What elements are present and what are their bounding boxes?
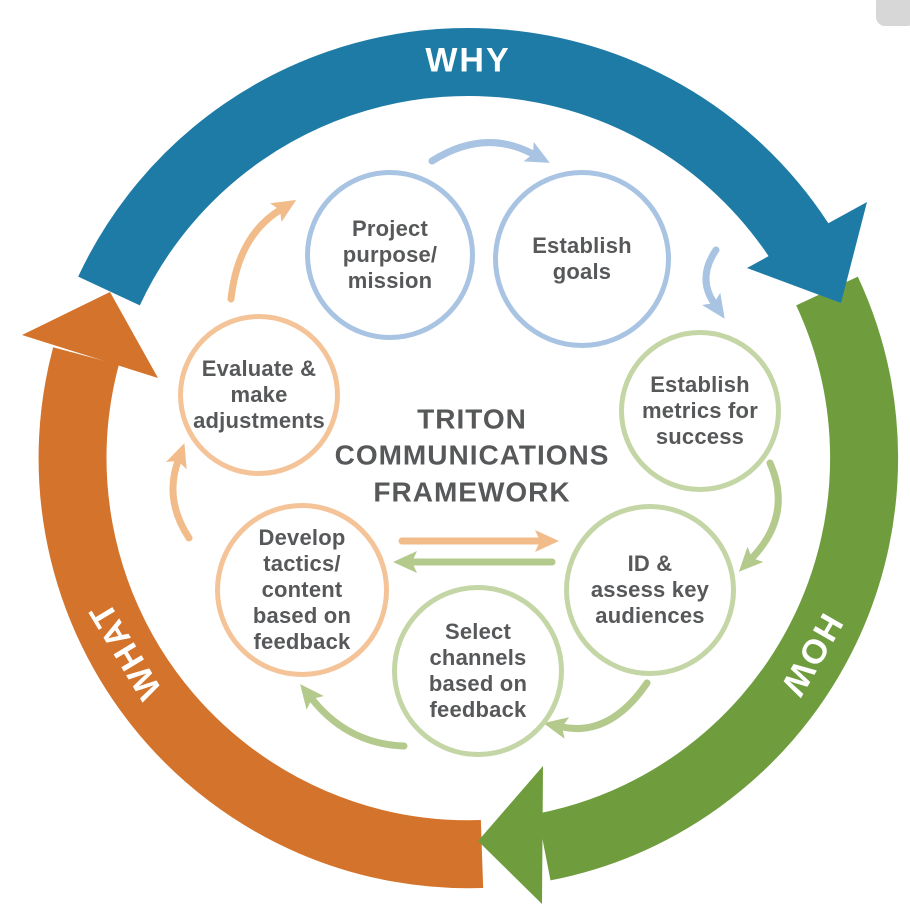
ring-arrowhead-what — [22, 292, 158, 378]
ring-arc-why — [78, 27, 829, 306]
diagram-title: TRITON COMMUNICATIONS FRAMEWORK — [334, 403, 610, 508]
node-id-assess-audiences: ID & assess key audiences — [564, 504, 736, 676]
node-project-purpose: Project purpose/ mission — [305, 170, 475, 340]
ring-arrowhead-why — [747, 202, 867, 303]
node-label: Establish metrics for success — [642, 372, 758, 449]
node-label: Project purpose/ mission — [342, 216, 438, 293]
ring-arc-how — [537, 276, 899, 881]
node-label: Select channels based on feedback — [428, 619, 528, 722]
node-label: Establish goals — [532, 233, 632, 284]
node-evaluate-adjust: Evaluate & make adjustments — [178, 314, 340, 476]
ring-arc-what — [38, 347, 484, 889]
flow-arrow-evaluate-to-purpose — [227, 199, 297, 303]
flow-arrow-purpose-to-goals — [428, 139, 550, 165]
ring-label-why: WHY — [425, 41, 511, 80]
ring-arrowhead-how — [478, 766, 543, 904]
node-label: Evaluate & make adjustments — [193, 356, 325, 433]
flow-arrow-goals-to-metrics — [702, 246, 725, 319]
node-establish-goals: Establish goals — [493, 170, 671, 348]
node-label: ID & assess key audiences — [590, 551, 710, 628]
flow-arrow-metrics-to-audiences — [738, 459, 782, 572]
corner-artifact — [876, 0, 910, 26]
flow-arrow-channels-to-tactics — [300, 684, 408, 750]
flow-arrow-tactics-to-evaluate — [165, 443, 193, 542]
flow-arrow-audiences-to-channels — [543, 679, 651, 739]
node-develop-tactics: Develop tactics/ content based on feedba… — [215, 503, 389, 677]
node-select-channels: Select channels based on feedback — [392, 585, 564, 757]
node-label: Develop tactics/ content based on feedba… — [252, 525, 352, 654]
node-establish-metrics: Establish metrics for success — [619, 330, 781, 492]
